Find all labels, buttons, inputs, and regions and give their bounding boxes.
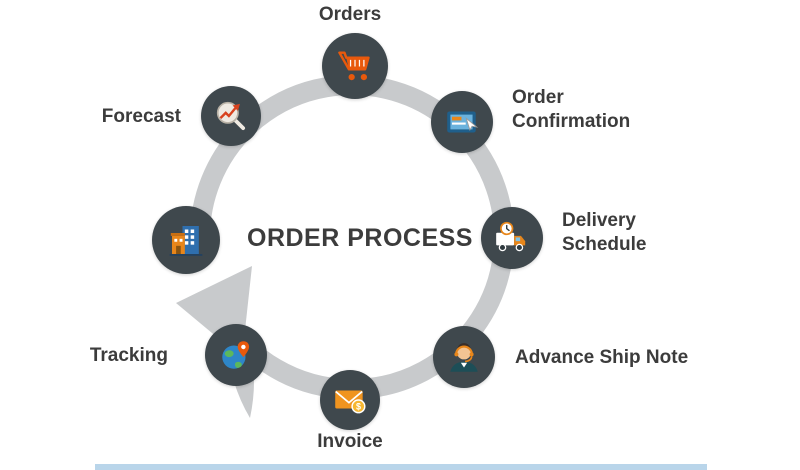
center-node-company (152, 206, 220, 274)
step-label-forecast: Forecast (101, 106, 181, 127)
bottom-strip (95, 464, 707, 470)
step-label-delivery-schedule: Delivery Schedule (562, 210, 647, 255)
step-label-orders: Orders (318, 4, 382, 25)
step-node-invoice: $ (320, 370, 380, 430)
step-label-tracking: Tracking (89, 345, 168, 366)
tablet-touch-icon (447, 111, 479, 133)
truck-clock-icon (496, 221, 526, 252)
step-node-order-confirmation (431, 91, 493, 153)
step-node-delivery-schedule (481, 207, 543, 269)
globe-location-pin-icon (222, 341, 250, 369)
envelope-dollar-icon: $ (335, 390, 366, 414)
step-label-order-confirmation: Order Confirmation (512, 87, 631, 132)
shopping-cart-icon (338, 51, 370, 81)
step-node-orders (322, 33, 388, 99)
diagram-title: ORDER PROCESS (247, 224, 473, 252)
step-label-advance-ship-note: Advance Ship Note (515, 347, 689, 368)
step-node-forecast (201, 86, 261, 146)
magnifier-trend-arrow-icon (216, 101, 246, 131)
support-agent-headset-icon (450, 343, 478, 372)
svg-text:$: $ (356, 402, 361, 412)
warehouse-building-icon (169, 226, 203, 256)
step-label-invoice: Invoice (317, 431, 383, 452)
step-node-advance-ship-note (433, 326, 495, 388)
step-node-tracking (205, 324, 267, 386)
